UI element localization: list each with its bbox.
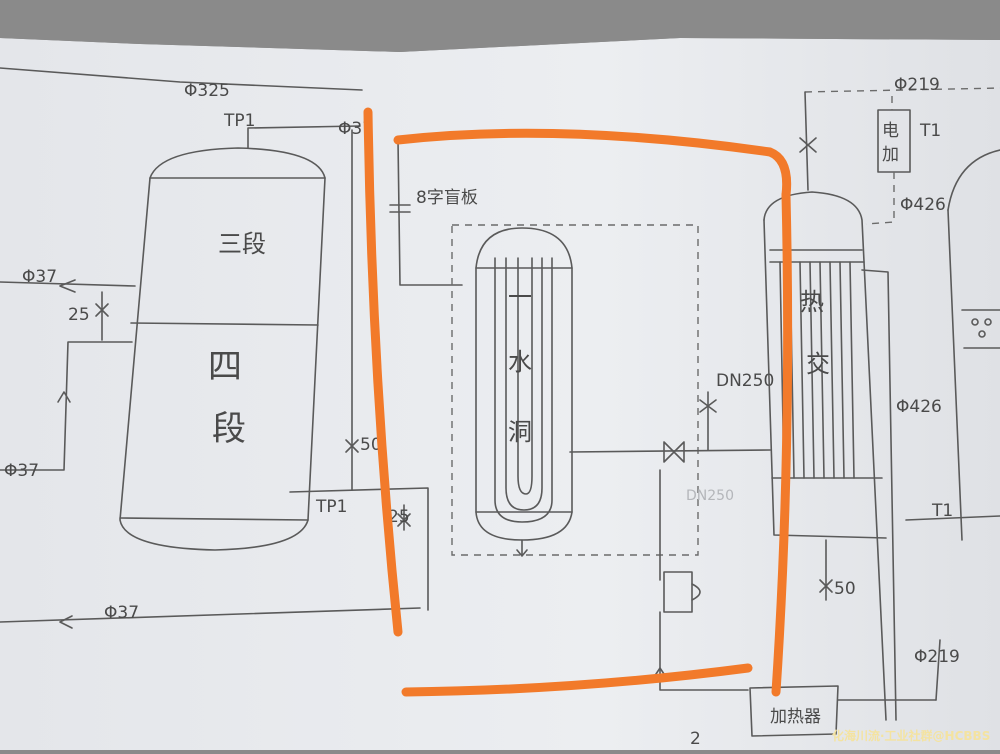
dn250-mid-label: DN250 <box>686 488 734 504</box>
dn250-top-label: DN250 <box>716 371 774 391</box>
left-pipes: Φ37 25 Φ37 Φ37 <box>0 267 421 629</box>
left-pipe-2-label: Φ37 <box>4 461 39 481</box>
paper-sheet <box>0 38 1000 750</box>
watermark: 化海川流·工业社群@HCBBS <box>832 728 990 743</box>
bottom-left-valves: TP1 50 25 <box>289 129 429 611</box>
heater-top-char-1: 电 <box>882 121 899 141</box>
vessel-middle-char-3: 洞 <box>508 418 532 446</box>
tp1-bottom-label: TP1 <box>315 497 347 517</box>
right-pipe-top-label: Φ219 <box>894 75 940 95</box>
vessel-far-right <box>947 149 1000 541</box>
orange-highlight-box <box>363 107 793 697</box>
valve-25a-label: 25 <box>68 305 90 325</box>
right-pipe-426a-label: Φ426 <box>900 195 946 215</box>
heater-bottom: 加热器 2 <box>690 685 937 749</box>
heater-bottom-label: 加热器 <box>770 707 821 727</box>
vessel-right-char-1: 热 <box>800 288 824 316</box>
vessel-left-top-label: 三段 <box>218 230 266 258</box>
vessel-right: 热 交 50 <box>763 191 897 721</box>
vessel-middle-char-1: 一 <box>508 283 532 311</box>
valve-50a-label: 50 <box>360 435 382 455</box>
blind-plate-label: 8字盲板 <box>416 188 478 208</box>
right-top-piping: Φ219 电 加 T1 Φ426 Φ426 T1 Φ219 <box>799 75 1000 701</box>
blind-plate-line: 8字盲板 <box>389 139 478 286</box>
valve-25b-label: 25 <box>388 507 410 527</box>
right-pipe-426b-label: Φ426 <box>896 397 942 417</box>
vessel-middle-char-2: 水 <box>508 348 532 376</box>
t1-top-label: T1 <box>919 121 941 141</box>
vessel-right-char-2: 交 <box>806 350 830 378</box>
pipe-top-label: Φ325 <box>184 81 230 101</box>
dn250-line: DN250 DN250 <box>569 371 774 691</box>
left-pipe-1-label: Φ37 <box>22 267 57 287</box>
pipe-top-main: Φ325 <box>0 67 363 101</box>
vessel-left-mid-label: 四 <box>208 347 242 387</box>
tp1-top-label: TP1 <box>223 111 255 131</box>
table-surface <box>0 0 1000 52</box>
valve-50b-label: 50 <box>834 579 856 599</box>
vessel-left: 三段 四 段 <box>119 147 326 551</box>
left-pipe-3-label: Φ37 <box>104 603 139 623</box>
vessel-middle: 一 水 洞 <box>451 224 699 557</box>
bottom-mark-label: 2 <box>690 729 701 749</box>
vessel-left-bottom-label: 段 <box>212 409 246 449</box>
t1-mid-label: T1 <box>931 501 953 521</box>
heater-top-char-2: 加 <box>882 145 899 165</box>
right-pipe-219-label: Φ219 <box>914 647 960 667</box>
